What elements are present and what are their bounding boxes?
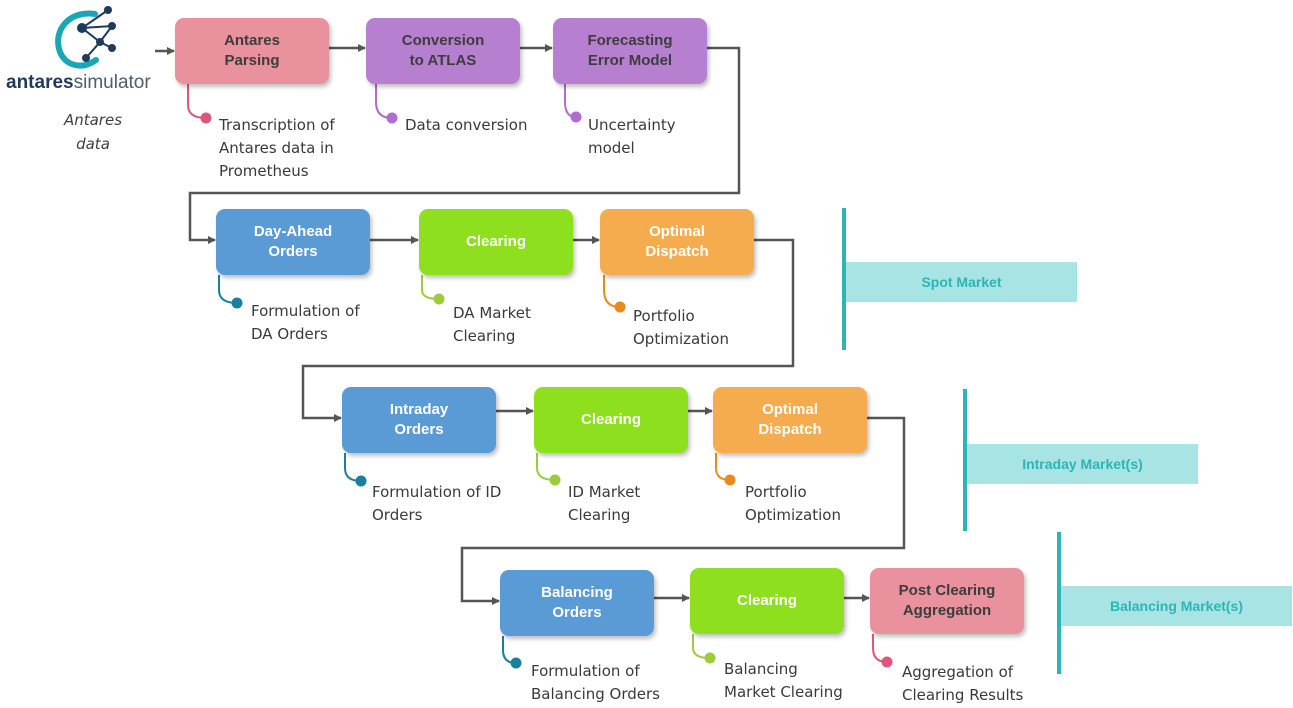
note-bullet-dot [881,656,893,668]
id-optimal-dispatch-box: Optimal Dispatch [713,387,867,453]
note-bullet-dot [200,112,212,124]
note-bullet-dot [614,301,626,313]
balancing-clearing-box: Clearing [690,568,844,634]
intraday-market-bar [963,389,967,531]
note-bullet-dot [570,111,582,123]
aggregation-clearing-results-note: Aggregation of Clearing Results [902,663,1024,704]
balancing-market-bar [1057,532,1061,674]
da-clearing-box: Clearing [419,209,573,275]
note-bullet-dot [549,474,561,486]
antares-parsing-box: Antares Parsing [175,18,329,84]
wrap-r3-r4 [460,416,906,605]
antares-logo-icon [55,6,116,69]
note-hook-line [187,84,207,119]
note-bullet-dot [386,112,398,124]
note-bullet-dot [724,474,736,486]
note-bullet-dot [231,297,243,309]
wrap-r1-r2 [188,46,741,244]
forecasting-error-model-box: Forecasting Error Model [553,18,707,84]
conversion-to-atlas-box: Conversion to ATLAS [366,18,520,84]
id-market-clearing-note: ID Market Clearing [568,483,641,524]
note-bullet-dot [355,475,367,487]
note-bullet-dot [704,652,716,664]
spot-market-bar [842,208,846,350]
uncertainty-model-note: Uncertainty model [588,116,676,157]
spot-market-band: Spot Market [846,262,1077,302]
id-clearing-box: Clearing [534,387,688,453]
formulation-da-orders-note: Formulation of DA Orders [251,302,360,343]
intraday-market-band: Intraday Market(s) [967,444,1198,484]
note-bullet-dot [510,657,522,669]
wrap-r2-r3 [301,238,795,422]
data-conversion-note: Data conversion [405,116,528,134]
da-portfolio-optimization-note: Portfolio Optimization [633,307,729,348]
day-ahead-orders-box: Day-Ahead Orders [216,209,370,275]
note-hook-line [375,84,393,119]
balancing-market-band: Balancing Market(s) [1061,586,1292,626]
antares-data-caption: Antares data [63,111,123,153]
note-bullet-dot [433,293,445,305]
formulation-balancing-orders-note: Formulation of Balancing Orders [531,662,661,703]
formulation-id-orders-note: Formulation of ID Orders [372,483,502,524]
balancing-market-clearing-note: Balancing Market Clearing [724,660,843,701]
intraday-orders-box: Intraday Orders [342,387,496,453]
da-optimal-dispatch-box: Optimal Dispatch [600,209,754,275]
id-portfolio-optimization-note: Portfolio Optimization [745,483,841,524]
post-clearing-aggregation-box: Post Clearing Aggregation [870,568,1024,634]
balancing-orders-box: Balancing Orders [500,570,654,636]
logo-wordmark: antaressimulator [6,72,151,93]
da-market-clearing-note: DA Market Clearing [453,304,531,345]
transcription-note: Transcription of Antares data in Prometh… [219,116,335,180]
